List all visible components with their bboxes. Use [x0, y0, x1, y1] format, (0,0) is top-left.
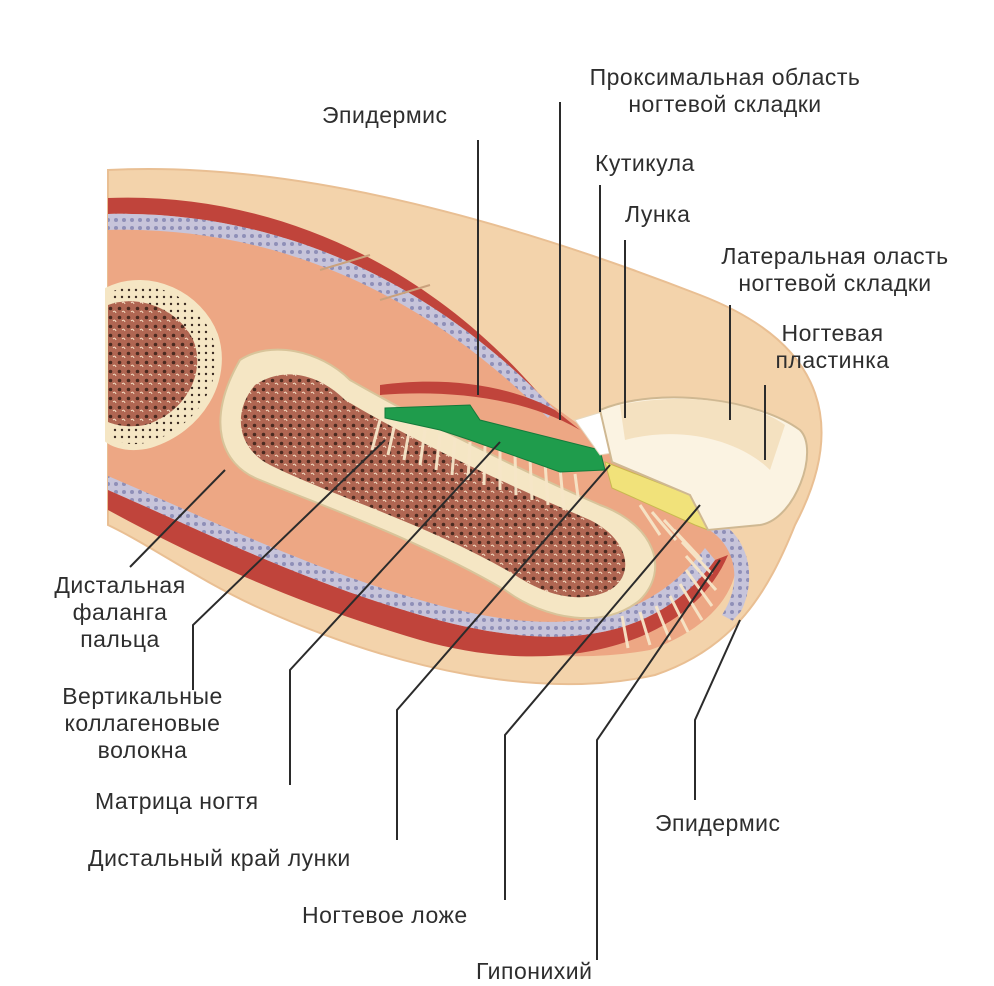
label-proximal-fold-line1: Проксимальная область — [589, 64, 861, 90]
distal-phalanx-marrow — [240, 374, 626, 598]
leader-lunula-edge — [396, 464, 611, 840]
leader-lines — [129, 102, 766, 960]
nail-matrix — [384, 404, 606, 473]
label-collagen-line2: коллагеновые — [64, 710, 221, 736]
label-nail-bed: Ногтевое ложе — [302, 902, 468, 928]
label-cuticle: Кутикула — [595, 150, 695, 176]
label-collagen-line1: Вертикальные — [62, 683, 223, 709]
label-distal-phalanx-line3: пальца — [80, 626, 160, 652]
label-collagen: Вертикальные коллагеновые волокна — [20, 683, 265, 764]
label-nail-plate: Ногтевая пластинка — [745, 320, 920, 374]
leader-distal-phalanx — [129, 469, 226, 568]
label-nail-plate-line1: Ногтевая — [781, 320, 884, 346]
leader-epidermis-bottom — [694, 619, 741, 800]
label-proximal-fold-line2: ногтевой складки — [628, 91, 822, 117]
label-lunula-edge: Дистальный край лунки — [88, 845, 351, 871]
leader-collagen — [192, 439, 386, 690]
epidermis-band-bottom — [108, 490, 728, 657]
label-lateral-fold-line2: ногтевой складки — [738, 270, 932, 296]
leader-matrix — [289, 441, 501, 785]
label-collagen-line3: волокна — [97, 737, 188, 763]
label-lateral-fold-line1: Латеральная оласть — [721, 243, 949, 269]
leader-nail-bed — [504, 504, 701, 900]
label-proximal-fold: Проксимальная область ногтевой складки — [530, 64, 920, 118]
basal-band-top — [108, 213, 555, 418]
collagen-fibers — [370, 419, 718, 649]
lateral-fold-shade — [620, 398, 785, 470]
label-distal-phalanx-line2: фаланга — [72, 599, 168, 625]
epidermis-band-top — [108, 197, 555, 410]
proximal-nail-fold — [380, 381, 580, 430]
leader-hyponychium — [596, 559, 721, 960]
label-matrix: Матрица ногтя — [95, 788, 259, 814]
basal-band-bottom — [108, 476, 715, 637]
label-epidermis-bottom: Эпидермис — [655, 810, 781, 836]
label-lunula: Лунка — [625, 201, 691, 227]
label-epidermis-top: Эпидермис — [322, 102, 448, 128]
skin-crease — [379, 284, 431, 301]
hyponychium-epidermis — [700, 518, 750, 622]
label-nail-plate-line2: пластинка — [775, 347, 890, 373]
label-hyponychium: Гипонихий — [476, 958, 593, 984]
label-lateral-fold: Латеральная оласть ногтевой складки — [680, 243, 990, 297]
label-distal-phalanx-line1: Дистальная — [54, 572, 186, 598]
skin-crease — [319, 254, 371, 271]
label-distal-phalanx: Дистальная фаланга пальца — [20, 572, 220, 653]
proximal-bone-marrow — [108, 301, 198, 427]
